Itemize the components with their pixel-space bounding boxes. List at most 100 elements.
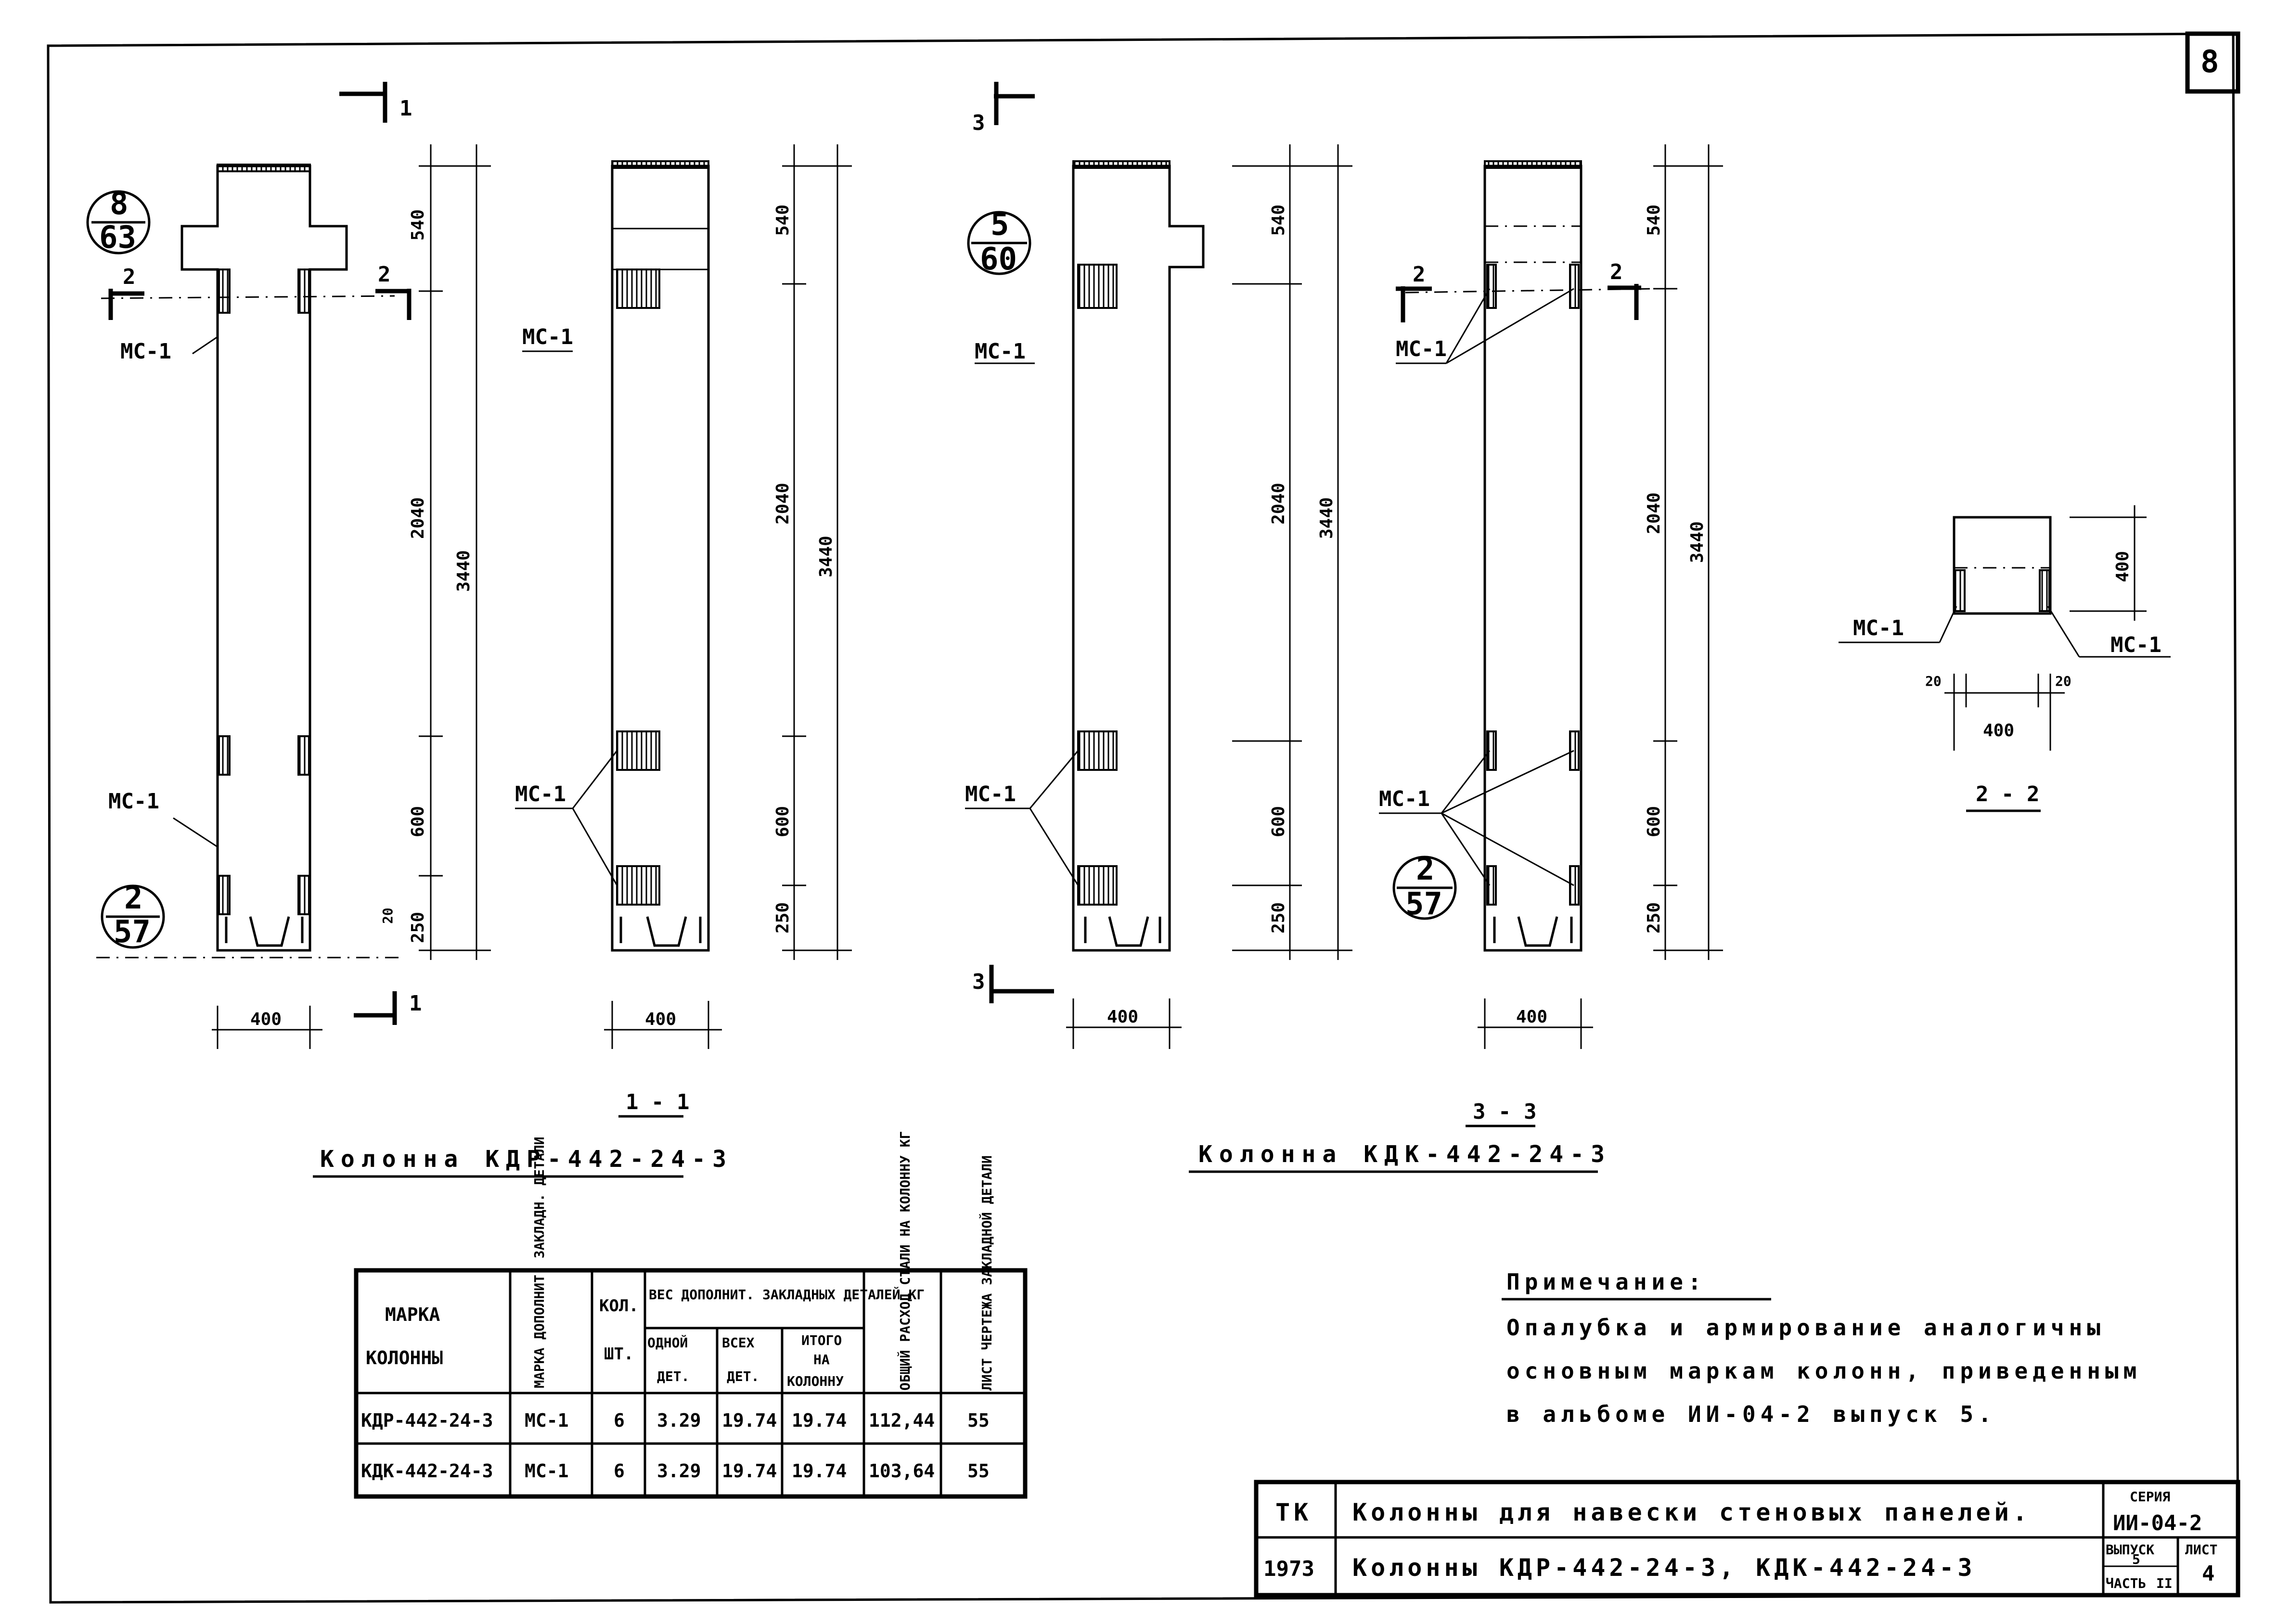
- section-mark-2-left-kdr: 2: [108, 265, 144, 320]
- dim-400-kdr-section: 400: [604, 1001, 722, 1049]
- svg-text:57: 57: [114, 914, 151, 950]
- svg-text:КОЛ.: КОЛ.: [599, 1296, 639, 1316]
- svg-text:250: 250: [1269, 902, 1288, 933]
- svg-text:3440: 3440: [454, 550, 474, 592]
- svg-text:МС-1: МС-1: [525, 1460, 569, 1482]
- svg-text:20: 20: [2055, 673, 2071, 689]
- svg-text:103,64: 103,64: [869, 1460, 935, 1482]
- svg-text:57: 57: [1405, 886, 1442, 922]
- caption-kdr: Колонна КДР-442-24-3: [313, 1146, 726, 1178]
- svg-text:600: 600: [1644, 806, 1664, 837]
- section-title-3-3: 3 - 3: [1466, 1100, 1536, 1127]
- svg-text:5: 5: [2132, 1551, 2140, 1567]
- parts-table: МАРКА КОЛОННЫ МАРКА ДОПОЛНИТ. ЗАКЛАДН. Д…: [354, 1131, 1028, 1499]
- stamp-org: ТК: [1275, 1498, 1312, 1526]
- svg-text:ЛИСТ ЧЕРТЕЖА ЗАКЛАДНОЙ ДЕТАЛИ: ЛИСТ ЧЕРТЕЖА ЗАКЛАДНОЙ ДЕТАЛИ: [978, 1155, 995, 1391]
- mc1-label-s22-right: МС-1: [2110, 633, 2161, 657]
- svg-text:250: 250: [408, 912, 428, 943]
- svg-text:2040: 2040: [408, 497, 428, 539]
- svg-text:6: 6: [614, 1460, 625, 1482]
- svg-text:600: 600: [408, 806, 428, 837]
- svg-text:250: 250: [773, 902, 793, 933]
- mc1-label-kdk-top: МС-1: [975, 339, 1026, 364]
- svg-text:МАРКА ДОПОЛНИТ. ЗАКЛАДН. ДЕТАЛ: МАРКА ДОПОЛНИТ. ЗАКЛАДН. ДЕТАЛИ: [531, 1137, 547, 1388]
- stamp-sheet: 4: [2202, 1561, 2215, 1586]
- svg-text:2: 2: [1413, 262, 1426, 287]
- stamp-series: ИИ-04-2: [2113, 1511, 2202, 1535]
- svg-text:ДЕТ.: ДЕТ.: [727, 1368, 759, 1384]
- dims-kdr-front: 540 2040 3440 600 250 20: [380, 144, 491, 960]
- notes-line-1: Опалубка и армирование аналогичны: [1506, 1315, 2105, 1341]
- section-mark-2-right-kdr: 2: [375, 262, 412, 320]
- svg-text:СЕРИЯ: СЕРИЯ: [2130, 1489, 2170, 1505]
- table-row-2-mark: КДК-442-24-3: [361, 1460, 493, 1482]
- svg-text:400: 400: [250, 1010, 282, 1029]
- svg-text:2: 2: [1416, 852, 1435, 887]
- svg-text:3.29: 3.29: [657, 1410, 701, 1431]
- mc1-label-s11-bottom: МС-1: [515, 782, 566, 806]
- svg-text:ОБЩИЙ РАСХОД СТАЛИ НА КОЛОННУ: ОБЩИЙ РАСХОД СТАЛИ НА КОЛОННУ КГ: [897, 1131, 913, 1391]
- svg-text:5: 5: [991, 207, 1009, 243]
- callout-kdk-top: 5 60: [967, 207, 1031, 277]
- section-mark-3-top: 3: [972, 82, 1035, 135]
- dim-400-kdk-front: 400: [1066, 998, 1182, 1049]
- mc1-label-kdr-bottom: МС-1: [108, 789, 159, 814]
- svg-text:2 - 2: 2 - 2: [1976, 782, 2039, 806]
- svg-text:19.74: 19.74: [722, 1460, 777, 1482]
- svg-text:ВСЕХ: ВСЕХ: [722, 1335, 755, 1351]
- svg-text:3440: 3440: [1317, 497, 1337, 539]
- svg-text:2040: 2040: [773, 483, 793, 524]
- section-title-2-2: 2 - 2: [1966, 782, 2041, 812]
- svg-text:400: 400: [1983, 721, 2014, 741]
- svg-text:3.29: 3.29: [657, 1460, 701, 1482]
- mc1-label-s33-top: МС-1: [1396, 337, 1447, 361]
- notes-line-3: в альбоме ИИ-04-2 выпуск 5.: [1506, 1401, 1996, 1427]
- dim-400-kdk-section: 400: [1478, 998, 1593, 1049]
- svg-text:400: 400: [1516, 1007, 1547, 1027]
- section-mark-1-bottom: 1: [354, 991, 422, 1025]
- dims-kdk-section: 540 2040 3440 600 250: [1644, 144, 1723, 960]
- svg-text:8: 8: [110, 186, 129, 222]
- svg-text:55: 55: [967, 1460, 990, 1482]
- svg-text:КОЛОННЫ: КОЛОННЫ: [366, 1347, 443, 1368]
- svg-text:3440: 3440: [816, 536, 836, 577]
- svg-text:ДЕТ.: ДЕТ.: [657, 1368, 689, 1384]
- svg-text:ИТОГО: ИТОГО: [801, 1332, 842, 1348]
- svg-text:ВЕС ДОПОЛНИТ. ЗАКЛАДНЫХ ДЕТАЛЕ: ВЕС ДОПОЛНИТ. ЗАКЛАДНЫХ ДЕТАЛЕЙ КГ: [649, 1286, 925, 1303]
- svg-text:3: 3: [972, 111, 985, 135]
- stamp-year: 1973: [1263, 1557, 1314, 1581]
- mc1-label-s11-top: МС-1: [522, 325, 573, 349]
- notes-line-2: основным маркам колонн, приведенным: [1506, 1358, 2141, 1384]
- mc1-label-kdk-bottom: МС-1: [965, 782, 1016, 806]
- column-kdk-front: [1072, 160, 1205, 952]
- svg-text:НА: НА: [813, 1352, 830, 1368]
- notes-block: Примечание: Опалубка и армирование анало…: [1502, 1269, 2141, 1427]
- svg-text:1: 1: [399, 96, 412, 121]
- svg-text:19.74: 19.74: [722, 1410, 777, 1431]
- svg-text:250: 250: [1644, 902, 1664, 933]
- svg-text:МС-1: МС-1: [525, 1410, 569, 1431]
- svg-text:63: 63: [99, 220, 136, 256]
- svg-text:540: 540: [1644, 205, 1664, 236]
- svg-text:20: 20: [380, 908, 396, 924]
- svg-text:3440: 3440: [1687, 521, 1707, 563]
- section-2-2: 400 20 20 400: [1925, 505, 2147, 751]
- svg-text:II: II: [2156, 1575, 2173, 1591]
- svg-text:540: 540: [1269, 205, 1288, 236]
- svg-text:20: 20: [1925, 673, 1942, 689]
- svg-text:540: 540: [773, 205, 793, 236]
- section-title-1-1: 1 - 1: [618, 1090, 689, 1118]
- svg-text:6: 6: [614, 1410, 625, 1431]
- callout-kdr-top: 8 63: [86, 186, 151, 256]
- dims-kdr-section: 540 2040 3440 600 250: [773, 144, 852, 960]
- svg-text:600: 600: [1269, 806, 1288, 837]
- section-mark-3-bottom: 3: [972, 965, 1054, 1003]
- section-mark-1-top: 1: [339, 82, 412, 123]
- svg-text:2040: 2040: [1644, 492, 1664, 534]
- svg-text:Колонна КДК-442-24-3: Колонна КДК-442-24-3: [1198, 1141, 1611, 1168]
- column-kdk-section-3-3: [1405, 160, 1656, 952]
- column-kdr-section-1-1: [611, 160, 710, 952]
- mc1-label-kdr-top: МС-1: [120, 339, 171, 364]
- svg-text:19.74: 19.74: [792, 1410, 847, 1431]
- dim-400-kdr-front: 400: [212, 1006, 322, 1049]
